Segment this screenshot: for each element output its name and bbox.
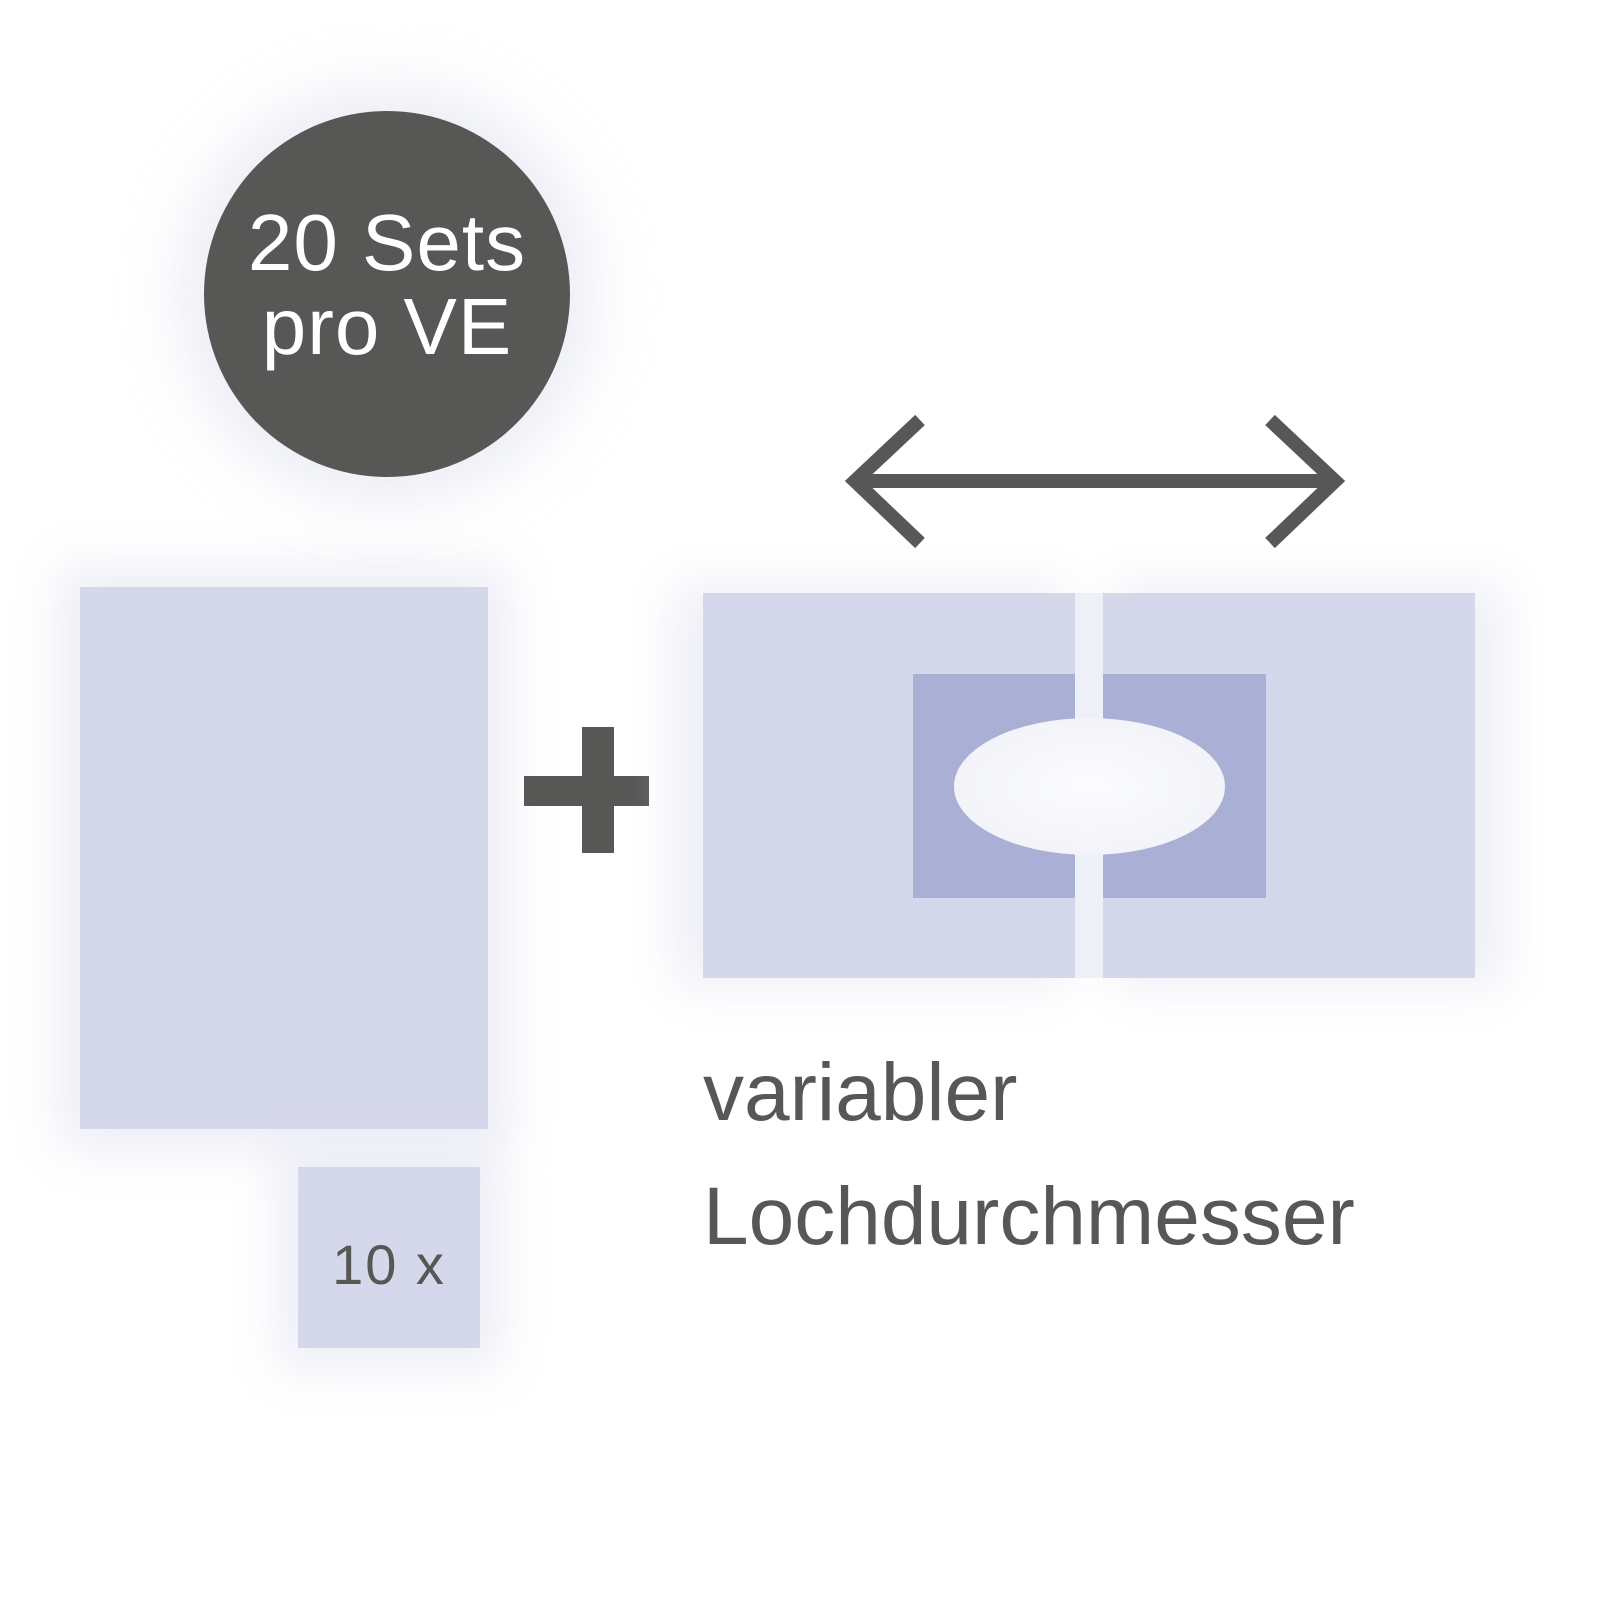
- caption-line-1: variabler: [703, 1047, 1018, 1138]
- drape-sheet-large: [80, 587, 488, 1129]
- quantity-label: 10 x: [332, 1233, 446, 1296]
- variable-hole: [954, 718, 1225, 855]
- caption-line-2: Lochdurchmesser: [703, 1171, 1355, 1262]
- badge-line-1: 20 Sets: [247, 198, 527, 287]
- badge-line-2: pro VE: [261, 282, 513, 371]
- quantity-card: 10 x: [298, 1167, 480, 1348]
- sets-per-unit-badge: 20 Sets pro VE: [204, 111, 570, 477]
- plus-icon-vertical-bar: [582, 727, 614, 853]
- double-arrow-horizontal-icon: [844, 414, 1346, 549]
